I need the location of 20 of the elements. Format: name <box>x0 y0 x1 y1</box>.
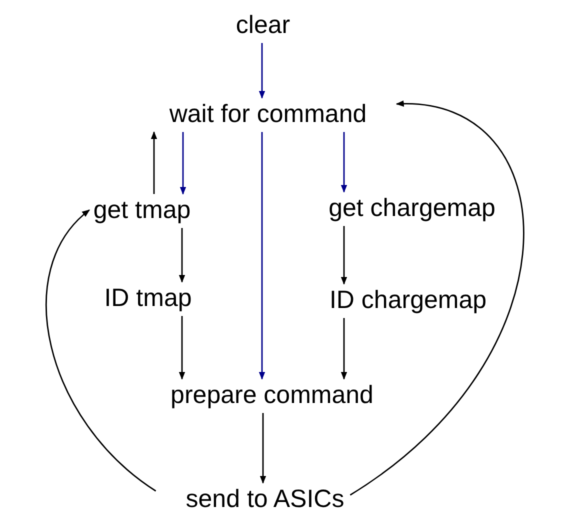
step-label: get chargemap <box>328 194 496 222</box>
step-label: wait for command <box>169 100 367 128</box>
arrow <box>258 132 266 380</box>
step-label: clear <box>236 11 290 39</box>
arrow <box>180 132 186 195</box>
step-label: get tmap <box>93 196 191 224</box>
arrow <box>178 228 186 283</box>
step-label: ID chargemap <box>329 286 487 314</box>
arrow <box>340 132 348 193</box>
step-label: ID tmap <box>104 284 192 312</box>
step-label: send to ASICs <box>186 485 344 513</box>
arrow <box>46 209 156 492</box>
arrow <box>350 101 524 496</box>
step-label: prepare command <box>170 381 374 409</box>
arrow <box>340 318 348 380</box>
arrow <box>150 131 158 194</box>
arrow <box>258 43 266 99</box>
arrow <box>178 316 186 380</box>
arrow <box>340 226 348 285</box>
arrow <box>260 413 266 484</box>
